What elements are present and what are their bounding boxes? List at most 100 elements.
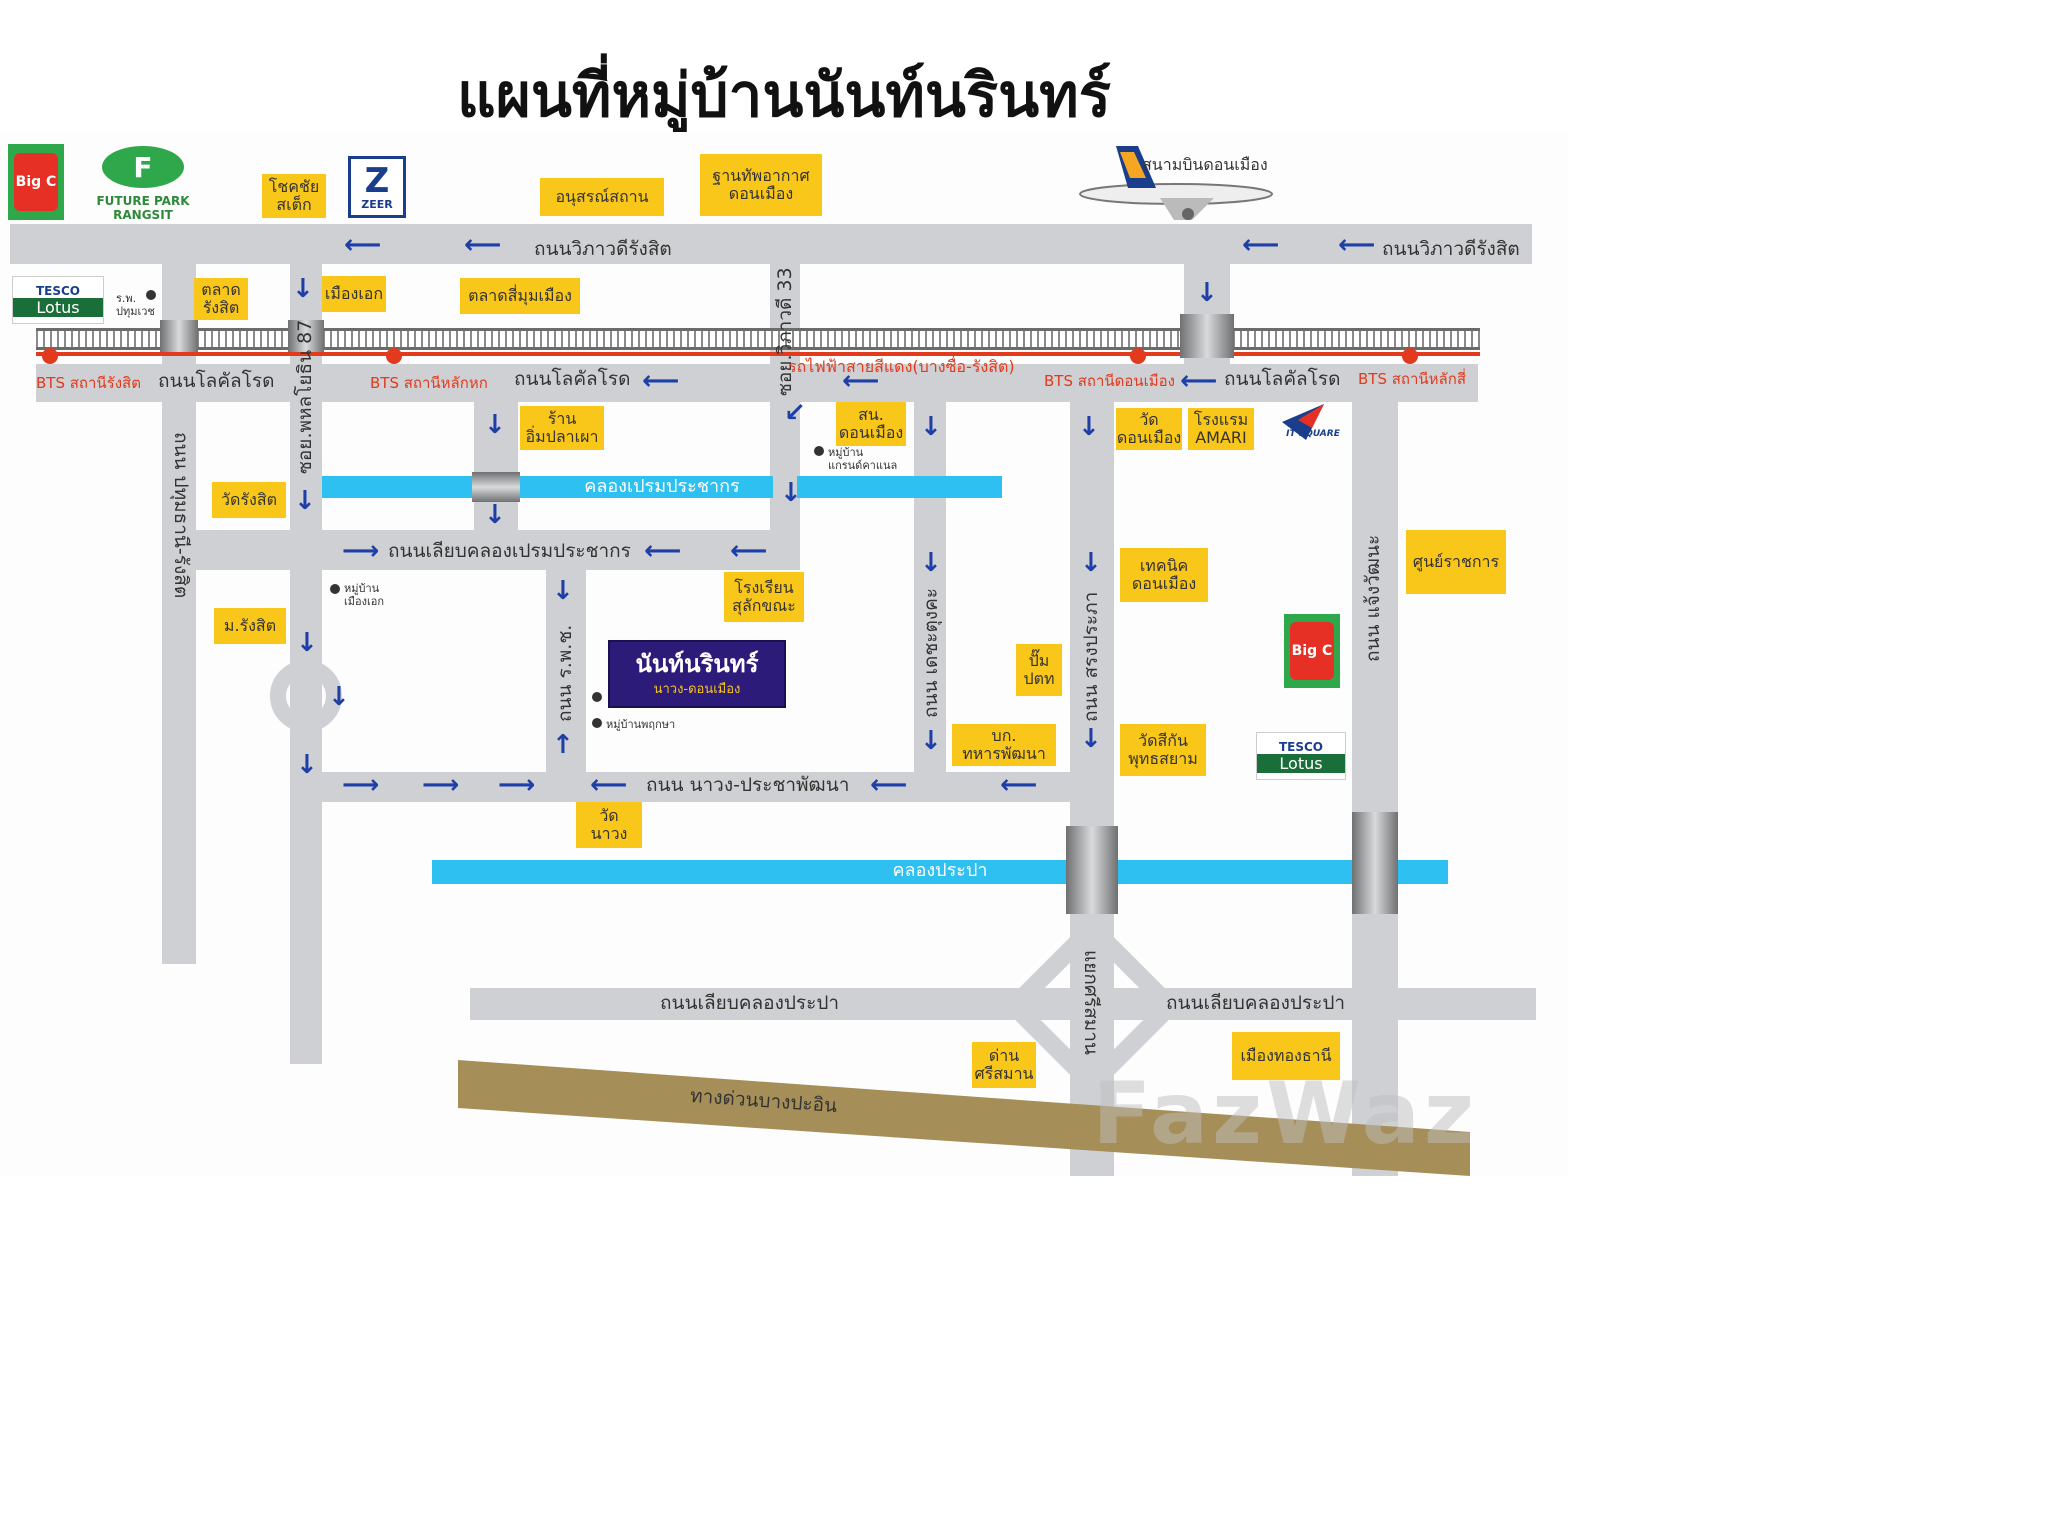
bigc-logo-inner: Big C — [14, 153, 58, 211]
place-govcenter: ศูนย์ราชการ — [1406, 530, 1506, 594]
arrow-up-icon: ↑ — [552, 730, 574, 760]
future-park-icon: F — [102, 146, 184, 188]
road-chaengwattana — [1352, 402, 1398, 1176]
tesco-lotus-logo-right: TESCO Lotus — [1256, 732, 1346, 780]
label-dechatung: ถนน เดชะตุงคะ — [920, 588, 942, 718]
arrow-left-icon: ⟵ — [870, 770, 908, 800]
station-rangsit — [42, 348, 58, 364]
arrow-down-icon: ↓ — [552, 576, 574, 606]
arrow-down-icon: ↓ — [920, 548, 942, 578]
label-liab-prapa-right: ถนนเลียบคลองประปา — [1166, 992, 1346, 1014]
arrow-diag-icon: ↙ — [784, 398, 806, 428]
label-st-rangsit: BTS สถานีรังสิต — [36, 374, 141, 392]
arrow-left-icon: ⟵ — [464, 230, 502, 260]
label-soi87: ซอย.พหลโยธิน 87 — [294, 319, 316, 474]
place-talad-simum: ตลาดสี่มุมเมือง — [460, 278, 580, 314]
arrow-left-icon: ⟵ — [344, 230, 382, 260]
place-airbase: ฐานทัพอากาศ ดอนเมือง — [700, 154, 822, 216]
airplane-icon — [1079, 146, 1273, 220]
bigc-logo-inner-right: Big C — [1290, 622, 1334, 680]
red-line — [36, 352, 1480, 356]
road-dechatung — [914, 402, 946, 774]
road-local — [36, 364, 1478, 402]
place-fish-shop: ร้าน อิ่มปลาเผา — [520, 406, 604, 450]
map-shapes — [270, 424, 1470, 1176]
itsquare-icon — [1282, 404, 1324, 440]
arrow-down-icon: ↓ — [1196, 278, 1218, 308]
bigc-logo-right: Big C — [1284, 614, 1340, 688]
canal-prapa: คลองประปา — [432, 860, 1448, 884]
canal-prem-label: คลองเปรมประชากร — [584, 476, 740, 497]
bridge-prapa-2 — [1352, 812, 1398, 914]
arrow-down-icon: ↓ — [328, 682, 350, 712]
road-nawong — [300, 772, 1112, 802]
arrow-left-icon: ⟵ — [1180, 366, 1218, 396]
airplane-engine — [1182, 208, 1194, 220]
junction-diamond — [1001, 915, 1183, 1097]
lotus-text-left: Lotus — [13, 297, 103, 317]
arrow-down-icon: ↓ — [294, 486, 316, 516]
place-wat-rangsit: วัดรังสิต — [212, 482, 286, 518]
road-vibhavadi — [10, 224, 1532, 264]
arrow-down-icon: ↓ — [1080, 548, 1102, 578]
bigc-text-right: Big C — [1291, 643, 1333, 659]
place-toll: ด่าน ศรีสมาน — [972, 1042, 1036, 1088]
arrow-left-icon: ⟵ — [730, 536, 768, 566]
project-marker — [592, 692, 602, 702]
place-wat-sikan: วัดสีกัน พุทธสยาม — [1120, 724, 1206, 776]
place-amari: โรงแรม AMARI — [1188, 408, 1254, 450]
zeer-z-icon: Z — [364, 160, 390, 201]
grand-village-marker — [814, 446, 824, 456]
label-local-left: ถนนโลคัลโรด — [158, 370, 275, 392]
road-rps — [546, 570, 586, 782]
label-st-laksi2: BTS สถานีหลักสี่ — [1358, 370, 1466, 388]
road-connector — [474, 402, 518, 532]
bridge-prem — [472, 472, 520, 502]
expressway — [458, 1060, 1470, 1176]
bigc-logo-top: Big C — [8, 144, 64, 220]
station-laksi — [386, 348, 402, 364]
project-sub: นาวง-ดอนเมือง — [653, 681, 741, 697]
itsquare-shape-b — [1298, 404, 1324, 428]
arrow-left-icon: ⟵ — [642, 366, 680, 396]
arrow-down-icon: ↓ — [780, 478, 802, 508]
station-laksi2 — [1402, 348, 1418, 364]
arrow-right-icon: ⟶ — [422, 770, 460, 800]
map-title: แผนที่หมู่บ้านนันท์นรินทร์ — [457, 61, 1111, 131]
label-vibhavadi-left: ถนนวิภาวดีรังสิต — [534, 238, 672, 260]
place-techno: เทคนิค ดอนเมือง — [1120, 548, 1208, 602]
arrow-left-icon: ⟵ — [1338, 230, 1376, 260]
arrow-right-icon: ⟶ — [498, 770, 536, 800]
muangake-village-label: หมู่บ้าน เมืองเอก — [344, 582, 385, 608]
watermark: FazWaz — [1092, 1064, 1478, 1164]
pruksa-label: หมู่บ้านพฤกษา — [606, 718, 676, 731]
tesco-text-right: TESCO — [1278, 739, 1324, 754]
label-liab-prapa-left: ถนนเลียบคลองประปา — [660, 992, 840, 1014]
arrow-down-icon: ↓ — [484, 500, 506, 530]
label-pathum: ถนน ปทุมธานี-รังสิต — [170, 432, 192, 599]
itsquare-text: IT SQUARE — [1286, 429, 1340, 439]
place-chokchai: โชคชัย สเต็ก — [262, 174, 326, 218]
label-airport: สนามบินดอนเมือง — [1142, 155, 1268, 174]
project-logo: นันท์นรินทร์ นาวง-ดอนเมือง — [608, 640, 786, 708]
muangake-village-marker — [330, 584, 340, 594]
bridge-airport — [1180, 314, 1234, 358]
bigc-text-top: Big C — [15, 174, 57, 190]
arrow-left-icon: ⟵ — [1242, 230, 1280, 260]
label-liab-prem: ถนนเลียบคลองเปรมประชากร — [388, 540, 631, 562]
place-muang-ake: เมืองเอก — [322, 276, 386, 312]
station-donmuang — [1130, 348, 1146, 364]
place-police: สน. ดอนเมือง — [836, 402, 906, 446]
label-local-mid: ถนนโลคัลโรด — [514, 368, 631, 390]
tesco-lotus-logo-left: TESCO Lotus — [12, 276, 104, 324]
bridge-prapa-1 — [1066, 826, 1118, 914]
place-rangsit-u: ม.รังสิต — [214, 608, 286, 644]
arrow-right-icon: ⟶ — [342, 770, 380, 800]
label-songprapa: ถนน สรงประภา — [1080, 591, 1102, 722]
place-monument: อนุสรณ์สถาน — [540, 178, 664, 216]
pathum-hospital-marker — [146, 290, 156, 300]
arrow-left-icon: ⟵ — [644, 536, 682, 566]
arrow-down-icon: ↓ — [920, 726, 942, 756]
canal-prapa-label: คลองประปา — [892, 860, 988, 881]
grand-village-label: หมู่บ้าน แกรนด์คาแนล — [828, 446, 898, 472]
